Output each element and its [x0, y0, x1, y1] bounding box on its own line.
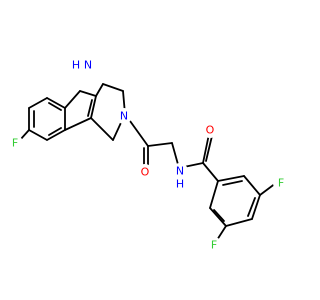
- bond: [217, 175, 245, 182]
- atom-labels: N H N O N H O F F: [7, 57, 289, 253]
- atom-symbol: O: [141, 166, 150, 179]
- bond: [48, 102, 62, 111]
- bond: [28, 97, 48, 109]
- bond: [19, 129, 30, 141]
- atom-symbol: N: [84, 59, 92, 72]
- atom-label-bg: [80, 57, 96, 73]
- bond: [95, 83, 104, 97]
- glycine-linker: [124, 113, 213, 169]
- bond: [90, 95, 97, 119]
- bond: [251, 194, 261, 220]
- bond: [247, 197, 256, 217]
- bond: [28, 129, 48, 141]
- bond: [205, 135, 213, 162]
- bond: [216, 225, 227, 241]
- molecule-structure-diagram: N H N O N H O F F: [7, 57, 289, 253]
- atom-label-bg: [273, 175, 289, 191]
- atom-N_indole: N: [80, 57, 96, 73]
- bond: [48, 127, 62, 136]
- atom-H_amide: H: [176, 178, 184, 191]
- bond: [102, 83, 124, 92]
- atom-symbol: N: [176, 165, 184, 178]
- bond: [87, 99, 93, 117]
- atom-label-bg: [137, 164, 153, 180]
- atom-symbol: F: [211, 239, 217, 252]
- bond: [90, 117, 114, 141]
- atom-N_amide: N: [172, 163, 188, 179]
- atom-F_aryl_top: F: [273, 175, 289, 191]
- atom-symbol: O: [206, 124, 215, 137]
- atom-label-bg: [116, 108, 132, 124]
- atom-label-bg: [172, 163, 188, 179]
- atom-O_carbonyl1: O: [137, 164, 153, 180]
- bond: [64, 117, 92, 131]
- atom-symbol: F: [12, 137, 18, 150]
- atom-symbol: H: [176, 178, 184, 191]
- atom-label-bg: [7, 135, 23, 151]
- bond: [147, 142, 173, 147]
- atom-label-bg: [202, 122, 218, 138]
- atom-H_indole: H: [72, 59, 80, 72]
- atom-symbol: F: [278, 177, 284, 190]
- bond: [222, 180, 243, 186]
- atom-symbol: N: [120, 110, 128, 123]
- bond: [243, 175, 261, 196]
- bond: [225, 218, 253, 227]
- bond: [202, 133, 210, 164]
- bond: [213, 209, 225, 222]
- atom-label-bg: [206, 237, 222, 253]
- bond: [209, 207, 227, 227]
- atom-F_indole: F: [7, 135, 23, 151]
- bond: [64, 90, 81, 109]
- atom-symbol: H: [72, 59, 80, 72]
- difluorophenyl-ring: [202, 162, 261, 227]
- atom-F_aryl_bottom: F: [206, 237, 222, 253]
- bond: [202, 162, 219, 182]
- indole-benzene-ring: [28, 97, 66, 141]
- atom-N_ring: N: [116, 108, 132, 124]
- pyrrole-ring: [64, 90, 97, 131]
- bond: [79, 90, 97, 97]
- bond: [209, 180, 219, 209]
- bond: [46, 129, 66, 141]
- atom-O_carbonyl2: O: [202, 122, 218, 138]
- bond: [46, 97, 66, 109]
